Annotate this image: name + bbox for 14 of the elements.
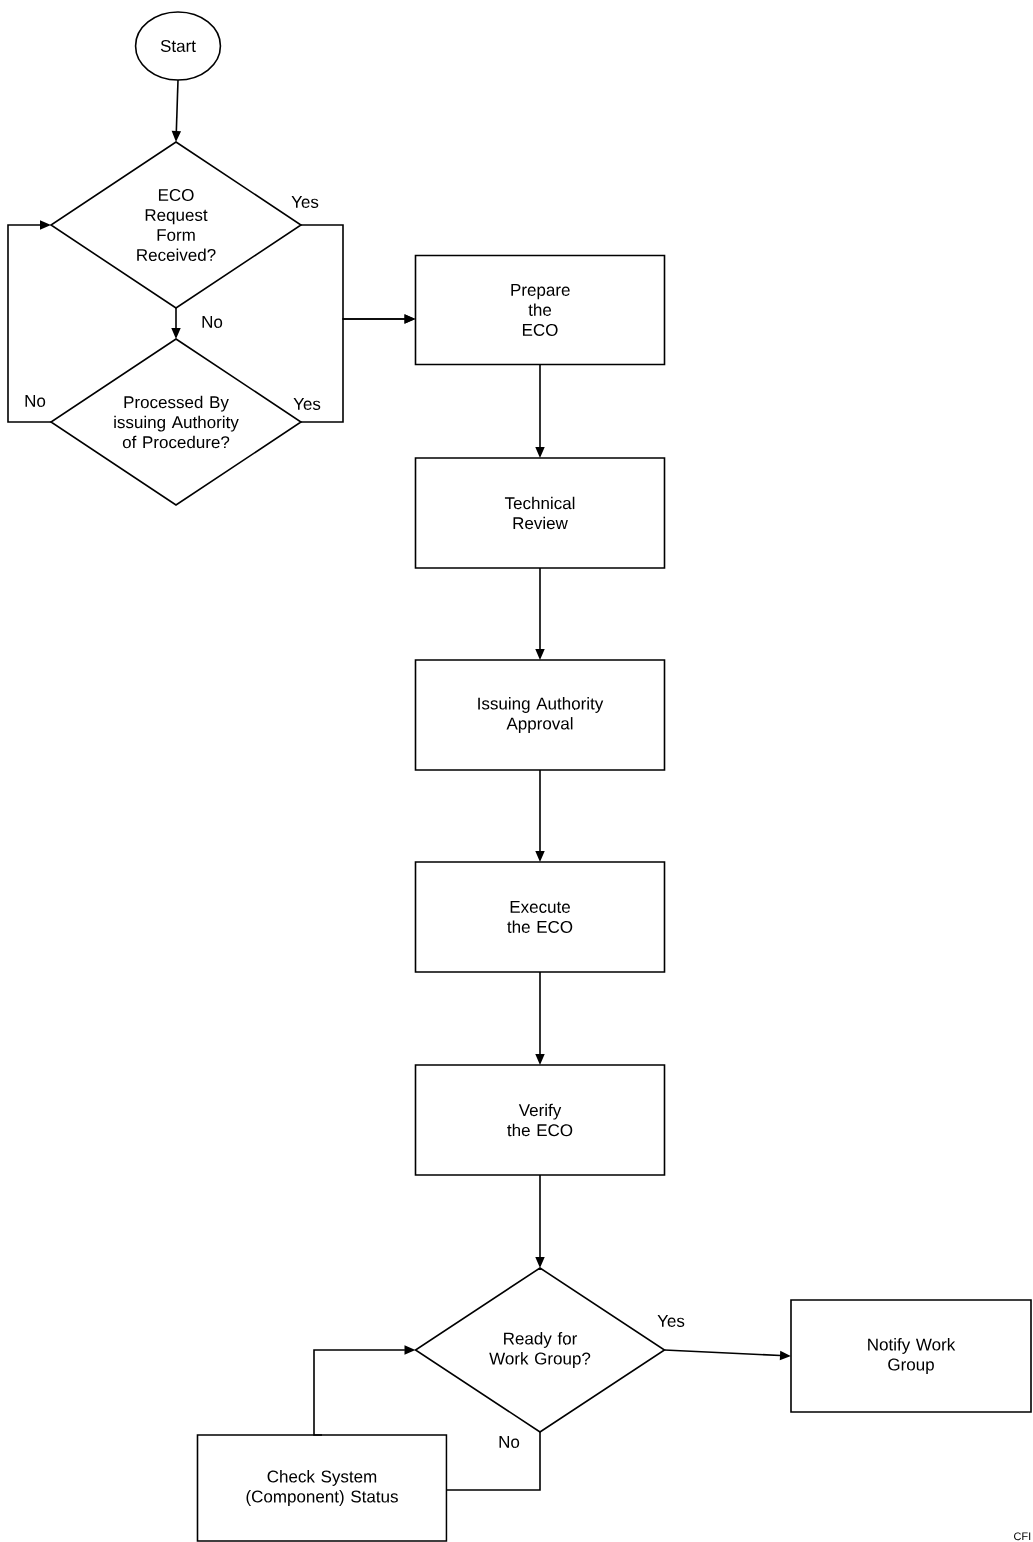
arrow: [7, 220, 52, 423]
process-box: Prepare the ECO: [414, 254, 666, 366]
edge-label: No: [200, 315, 224, 329]
process-box: Execute the ECO: [414, 861, 666, 973]
process-box: Verify the ECO: [414, 1064, 666, 1176]
connector-line: [445, 1431, 541, 1491]
process-box: Check System (Component) Status: [196, 1434, 448, 1542]
figure-code: CFI: [1014, 1532, 1031, 1541]
process-box: Technical Review: [414, 457, 666, 569]
process-box: Issuing Authority Approval: [414, 659, 666, 771]
start-terminal: Start: [134, 11, 222, 81]
edge-label: No: [23, 394, 47, 408]
edge-label: No: [497, 1435, 521, 1449]
process-box: Notify Work Group: [790, 1299, 1032, 1413]
